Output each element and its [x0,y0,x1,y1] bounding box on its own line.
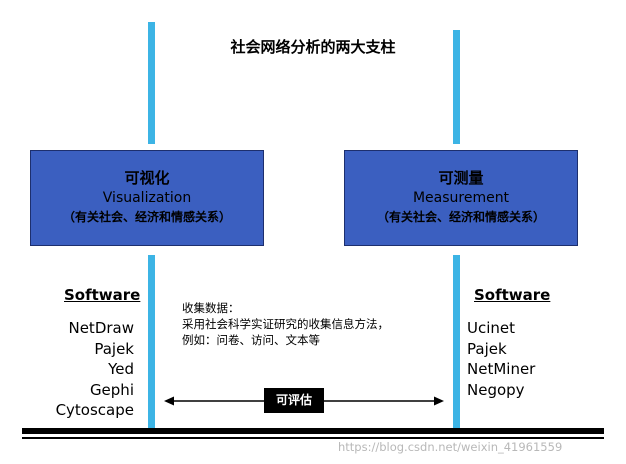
bottom-bar-thick [22,428,604,434]
measurement-box: 可测量 Measurement （有关社会、经济和情感关系） [344,150,578,246]
measurement-title-en: Measurement [412,190,510,206]
list-item: Ucinet [467,319,516,337]
list-item: Gephi [89,380,134,399]
bottom-bar-thin [22,437,604,439]
data-collection-line: 收集数据： [182,301,240,315]
left-software-list: NetDraw Pajek Yed Gephi Cytoscape [30,318,134,421]
list-item: Pajek [94,339,134,358]
list-item: Negopy [467,380,525,399]
list-item: Yed [108,360,134,378]
right-pillar-top [453,30,460,144]
data-collection-line: 采用社会科学实证研究的收集信息方法， [182,317,389,331]
arrow-left-head [164,396,174,406]
diagram-title: 社会网络分析的两大支柱 [230,38,396,56]
right-software-list: Ucinet Pajek NetMiner Negopy [467,318,535,400]
evaluate-label: 可评估 [264,388,324,413]
right-pillar-bottom [453,255,460,429]
right-software-heading: Software [474,286,551,304]
left-pillar-bottom [148,255,155,429]
list-item: NetMiner [467,360,536,378]
list-item: Cytoscape [55,401,134,419]
list-item: Pajek [467,339,507,358]
visualization-title-zh: 可视化 [124,169,170,187]
visualization-title-en: Visualization [102,190,192,206]
left-software-heading: Software [64,286,141,304]
visualization-subtitle: （有关社会、经济和情感关系） [62,210,231,224]
list-item: NetDraw [68,319,134,337]
measurement-title-zh: 可测量 [438,169,484,187]
arrow-right-head [434,396,444,406]
data-collection-line: 例如：问卷、访问、文本等 [182,333,320,347]
left-pillar-top [148,22,155,144]
data-collection-text: 收集数据： 采用社会科学实证研究的收集信息方法， 例如：问卷、访问、文本等 [182,300,389,348]
watermark: https://blog.csdn.net/weixin_41961559 [338,440,563,454]
measurement-subtitle: （有关社会、经济和情感关系） [376,210,545,224]
visualization-box: 可视化 Visualization （有关社会、经济和情感关系） [30,150,264,246]
